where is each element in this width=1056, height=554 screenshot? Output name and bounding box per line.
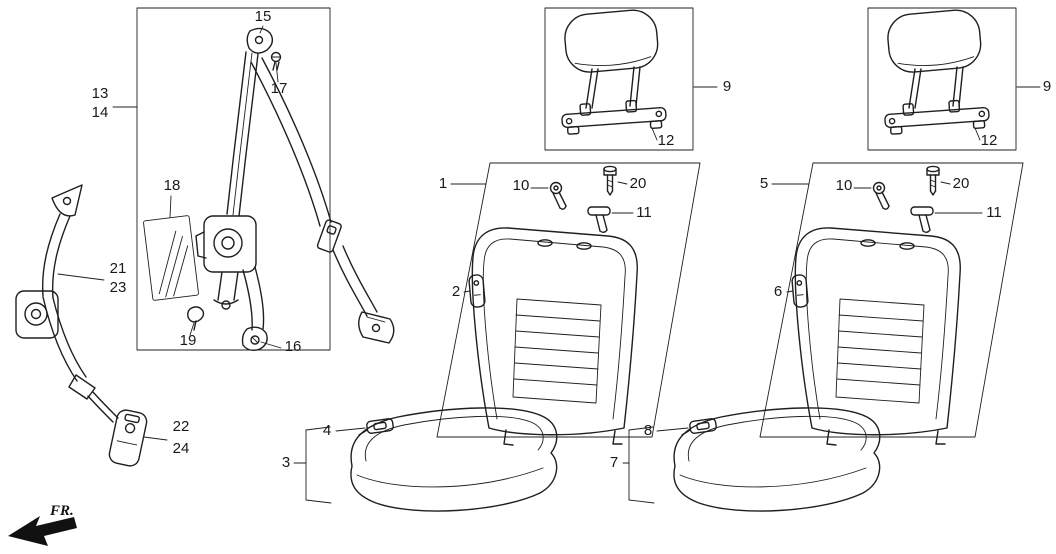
belt-end-anchor bbox=[358, 311, 395, 344]
callout-14: 14 bbox=[92, 104, 109, 121]
callout-10-right: 10 bbox=[836, 177, 853, 194]
callout-13: 13 bbox=[92, 85, 109, 102]
callout-3: 3 bbox=[282, 454, 290, 471]
outer-seat-belt-assembly bbox=[15, 184, 148, 467]
callout-20-right: 20 bbox=[953, 175, 970, 192]
belt-tongue-plate bbox=[316, 219, 342, 253]
lower-anchor-bolt bbox=[250, 335, 260, 345]
outer-belt-end-fold bbox=[68, 374, 96, 400]
lower-belt-webbing bbox=[242, 266, 265, 331]
callout-5: 5 bbox=[760, 175, 768, 192]
callout-6: 6 bbox=[774, 283, 782, 300]
callout-23: 23 bbox=[110, 279, 127, 296]
outer-belt-retractor bbox=[15, 290, 59, 339]
caution-label bbox=[143, 215, 199, 301]
callout-22: 22 bbox=[173, 418, 190, 435]
callout-9-right: 9 bbox=[1043, 78, 1051, 95]
belt-frame-center bbox=[136, 7, 331, 351]
callout-12-left: 12 bbox=[658, 132, 675, 149]
callout-12-right: 12 bbox=[981, 132, 998, 149]
outer-belt-webbing-upper bbox=[41, 213, 71, 299]
belt-clip bbox=[187, 306, 205, 331]
fr-arrow-icon bbox=[8, 516, 77, 546]
headrest-right bbox=[883, 7, 991, 136]
anchor-hole bbox=[254, 35, 264, 45]
lap-belt-webbing bbox=[250, 57, 332, 227]
callout-20-left: 20 bbox=[630, 175, 647, 192]
callout-7: 7 bbox=[610, 454, 618, 471]
callout-1: 1 bbox=[439, 175, 447, 192]
lower-anchor-plate bbox=[241, 326, 268, 352]
buckle-body bbox=[108, 409, 148, 467]
callout-8: 8 bbox=[644, 422, 652, 439]
seat-frame-right bbox=[759, 162, 1024, 438]
callout-16: 16 bbox=[285, 338, 302, 355]
callout-9-left: 9 bbox=[723, 78, 731, 95]
upper-anchor-plate bbox=[246, 27, 274, 54]
callout-11-left: 11 bbox=[636, 204, 652, 221]
callout-11-right: 11 bbox=[986, 204, 1002, 221]
callout-15: 15 bbox=[255, 8, 272, 25]
callout-4: 4 bbox=[323, 422, 331, 439]
callout-17: 17 bbox=[271, 80, 288, 97]
fr-direction: FR. bbox=[8, 503, 77, 546]
callout-labels: 13 14 15 17 18 21 23 19 16 22 24 1 2 3 4… bbox=[92, 8, 1052, 471]
callout-24: 24 bbox=[173, 440, 190, 457]
headrest-left bbox=[560, 7, 668, 136]
center-seat-belt-assembly bbox=[143, 27, 395, 352]
callout-18: 18 bbox=[164, 177, 181, 194]
buckle-strap bbox=[87, 391, 119, 423]
seat-assembly-left bbox=[351, 166, 637, 511]
callout-10-left: 10 bbox=[513, 177, 530, 194]
seat-assembly-right bbox=[674, 166, 960, 511]
callout-19: 19 bbox=[180, 332, 197, 349]
belt-retractor bbox=[195, 215, 257, 310]
leader-lines bbox=[57, 25, 1041, 504]
callout-21: 21 bbox=[110, 260, 127, 277]
outer-belt-webbing-lower bbox=[42, 296, 87, 382]
upper-anchor-bolt bbox=[270, 51, 282, 71]
headrest-frame-right bbox=[867, 7, 1017, 151]
fr-label: FR. bbox=[49, 503, 74, 519]
seat-frame-left bbox=[436, 162, 701, 438]
callout-2: 2 bbox=[452, 283, 460, 300]
lap-belt-lower bbox=[332, 245, 378, 317]
headrest-frame-left bbox=[544, 7, 694, 151]
belt-guide-loop bbox=[51, 184, 83, 217]
